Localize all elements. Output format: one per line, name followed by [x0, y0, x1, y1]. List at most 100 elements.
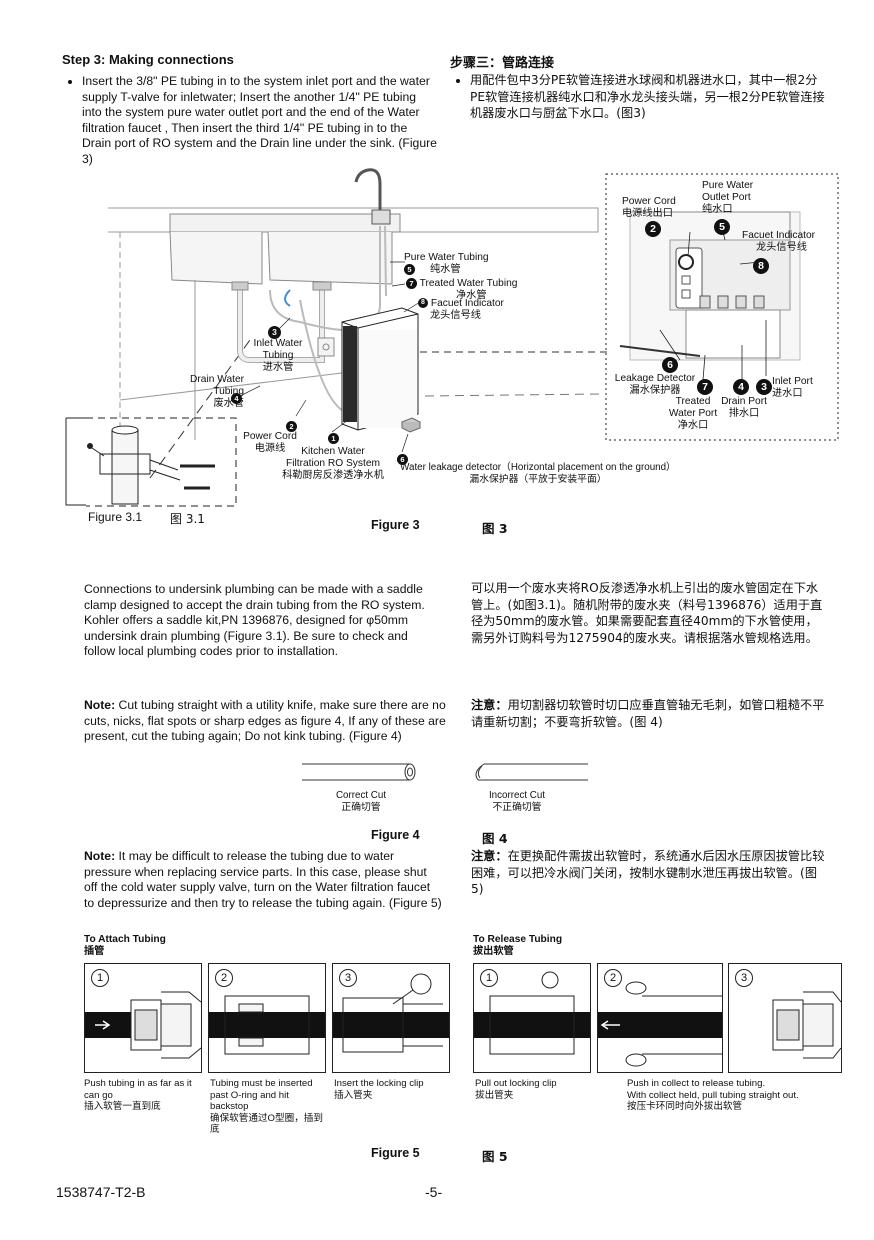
- release-step-2-panel: 2: [597, 963, 723, 1073]
- detail-drain-en: Drain Port: [721, 396, 767, 407]
- label-kitchen-ro: Kitchen Water Filtration RO System 科勒厨房反…: [278, 446, 388, 482]
- detail-treated-en2: Water Port: [668, 408, 718, 419]
- attach-tubing-title: To Attach Tubing 插管: [84, 934, 166, 957]
- detail-treated-cn: 净水口: [677, 420, 709, 431]
- detail-leakage-cn: 漏水保护器: [629, 385, 681, 396]
- badge-2-num: 2: [286, 421, 297, 433]
- attach-step-3-number: 3: [339, 969, 357, 987]
- detail-badge-7-num: 7: [697, 378, 713, 395]
- note1-label-cn: 注意：: [471, 698, 508, 712]
- detail-treated-water-port: Treated Water Port 净水口: [666, 396, 720, 432]
- badge-8: 8: [418, 298, 428, 309]
- figure5-caption-cn: 图 5: [482, 1149, 508, 1164]
- step3-bullet-text-cn: 用配件包中3分PE软管连接进水球阀和机器进水口，其中一根2分PE软管连接机器纯水…: [470, 72, 830, 122]
- detail-badge-8-num: 8: [753, 257, 769, 274]
- saddle-paragraph-cn: 可以用一个废水夹将RO反渗透净水机上引出的废水管固定在下水管上。(如图3.1)。…: [471, 581, 823, 645]
- release-step-3-panel: 3: [728, 963, 842, 1073]
- release-step-1-panel: 1: [473, 963, 591, 1073]
- badge-3-num: 3: [268, 326, 281, 340]
- correct-cut-label: Correct Cut 正确切管: [326, 790, 396, 814]
- detail-badge-2-num: 2: [645, 220, 661, 237]
- detail-badge-2: 2: [645, 220, 661, 238]
- detail-leakage-detector: Leakage Detector 漏水保护器: [612, 373, 698, 397]
- detail-faucet-indicator-cn: 龙头信号线: [756, 242, 807, 253]
- label-drain-cn: 废水管: [213, 398, 244, 409]
- detail-badge-6: 6: [662, 356, 678, 374]
- step3-bullet-cn: 用配件包中3分PE软管连接进水球阀和机器进水口，其中一根2分PE软管连接机器纯水…: [450, 72, 830, 122]
- figure3-illustration: [65, 168, 839, 507]
- incorrect-cut-cn: 不正确切管: [492, 802, 542, 813]
- badge-4-num: 4: [231, 393, 242, 405]
- badge-5: 5: [404, 264, 415, 275]
- note2-label-en: Note:: [84, 849, 116, 863]
- label-pure-water-tubing-en: Pure Water Tubing: [404, 252, 489, 263]
- label-leak-detector-en: Water leakage detector（Horizontal placem…: [400, 462, 676, 473]
- label-power-cord: Power Cord 电源线: [238, 431, 302, 455]
- detail-badge-4-num: 4: [733, 378, 749, 395]
- saddle-paragraph-en: Connections to undersink plumbing can be…: [84, 582, 425, 659]
- release-step-1-number: 1: [480, 969, 498, 987]
- detail-badge-3: 3: [756, 378, 772, 396]
- release-step-3-number: 3: [735, 969, 753, 987]
- page-number: -5-: [425, 1184, 443, 1200]
- figure3-caption-cn: 图 3: [482, 521, 508, 536]
- incorrect-cut-label: Incorrect Cut 不正确切管: [482, 790, 552, 814]
- detail-pure-outlet-cn: 纯水口: [702, 204, 733, 215]
- label-faucet-indicator-en: Facuet Indicator: [430, 298, 504, 309]
- note2-cn: 注意：在更换配件需拔出软管时，系统通水后因水压原因拔管比较困难，可以把冷水阀门关…: [471, 848, 827, 898]
- figure3-caption-en: Figure 3: [371, 518, 420, 532]
- detail-pure-outlet-en1: Pure Water: [702, 180, 754, 191]
- attach-step-2-panel: 2: [208, 963, 326, 1073]
- step3-bullet-en: Insert the 3/8" PE tubing in to the syst…: [62, 74, 438, 168]
- badge-6: 6: [397, 451, 408, 469]
- note1-text-cn: 用切割器切软管时切口应垂直管轴无毛刺，如管口粗糙不平请重新切割；不要弯折软管。(…: [471, 698, 825, 729]
- detail-badge-5-num: 5: [714, 218, 730, 235]
- label-faucet-indicator-cn: 龙头信号线: [430, 310, 481, 321]
- label-faucet-indicator: 8 Facuet Indicator 龙头信号线: [418, 298, 504, 322]
- detail-badge-7: 7: [697, 378, 713, 396]
- note2-text-en: It may be difficult to release the tubin…: [84, 849, 442, 910]
- label-treated-water-tubing-en: Treated Water Tubing: [419, 278, 518, 290]
- detail-pure-water-outlet: Pure Water Outlet Port 纯水口: [702, 180, 753, 216]
- label-kitchen-ro-en1: Kitchen Water: [301, 446, 365, 457]
- note1-label-en: Note:: [84, 698, 116, 712]
- label-kitchen-ro-cn: 科勒厨房反渗透净水机: [282, 470, 384, 481]
- attach-step-1-caption: Push tubing in as far as it can go 插入软管一…: [84, 1078, 192, 1113]
- detail-treated-en1: Treated: [675, 396, 711, 407]
- detail-power-cord: Power Cord 电源线出口: [622, 196, 676, 220]
- label-treated-water-tubing: 7 Treated Water Tubing 净水管: [406, 278, 517, 302]
- detail-faucet-indicator-en: Facuet Indicator: [742, 230, 816, 241]
- release-step-1-caption: Pull out locking clip 拔出管夹: [475, 1078, 557, 1101]
- label-pure-water-tubing-cn: 纯水管: [430, 264, 461, 275]
- figure4-tubes: [302, 763, 588, 781]
- attach-step-2-drawing: [209, 995, 325, 1055]
- attach-step-1-drawing: [85, 991, 201, 1059]
- note1-cn: 注意：用切割器切软管时切口应垂直管轴无毛刺，如管口粗糙不平请重新切割；不要弯折软…: [471, 697, 827, 730]
- figure3-1-caption-cn: 图 3.1: [170, 512, 205, 526]
- attach-title-cn: 插管: [84, 945, 105, 957]
- detail-leakage-en: Leakage Detector: [614, 373, 696, 384]
- note2-text-cn: 在更换配件需拔出软管时，系统通水后因水压原因拔管比较困难，可以把冷水阀门关闭，按…: [471, 849, 825, 896]
- badge-3: 3: [268, 324, 281, 342]
- detail-inlet-port: Inlet Port 进水口: [772, 376, 813, 400]
- label-treated-water-tubing-cn: 净水管: [456, 290, 487, 302]
- label-inlet-cn: 进水管: [262, 362, 294, 373]
- figure5-caption-en: Figure 5: [371, 1146, 420, 1160]
- label-leak-detector-cn: 漏水保护器（平放于安装平面）: [469, 474, 607, 485]
- detail-pure-outlet-en2: Outlet Port: [702, 192, 751, 203]
- detail-inlet-cn: 进水口: [772, 388, 803, 399]
- attach-step-3-caption: Insert the locking clip 插入管夹: [334, 1078, 424, 1101]
- detail-badge-6-num: 6: [662, 356, 678, 373]
- detail-badge-3-num: 3: [756, 378, 772, 395]
- release-title-en: To Release Tubing: [473, 934, 563, 945]
- detail-badge-4: 4: [733, 378, 749, 396]
- correct-cut-en: Correct Cut: [335, 790, 387, 801]
- detail-power-cord-cn: 电源线出口: [622, 208, 673, 219]
- badge-2: 2: [286, 418, 297, 436]
- figure4-caption-cn: 图 4: [482, 831, 508, 846]
- label-pure-water-tubing: Pure Water Tubing 纯水管: [404, 252, 489, 276]
- detail-badge-5: 5: [714, 218, 730, 236]
- detail-faucet-indicator: Facuet Indicator 龙头信号线: [742, 230, 815, 254]
- attach-step-3-drawing: [333, 973, 449, 1053]
- label-inlet-en1: Inlet Water: [253, 338, 303, 349]
